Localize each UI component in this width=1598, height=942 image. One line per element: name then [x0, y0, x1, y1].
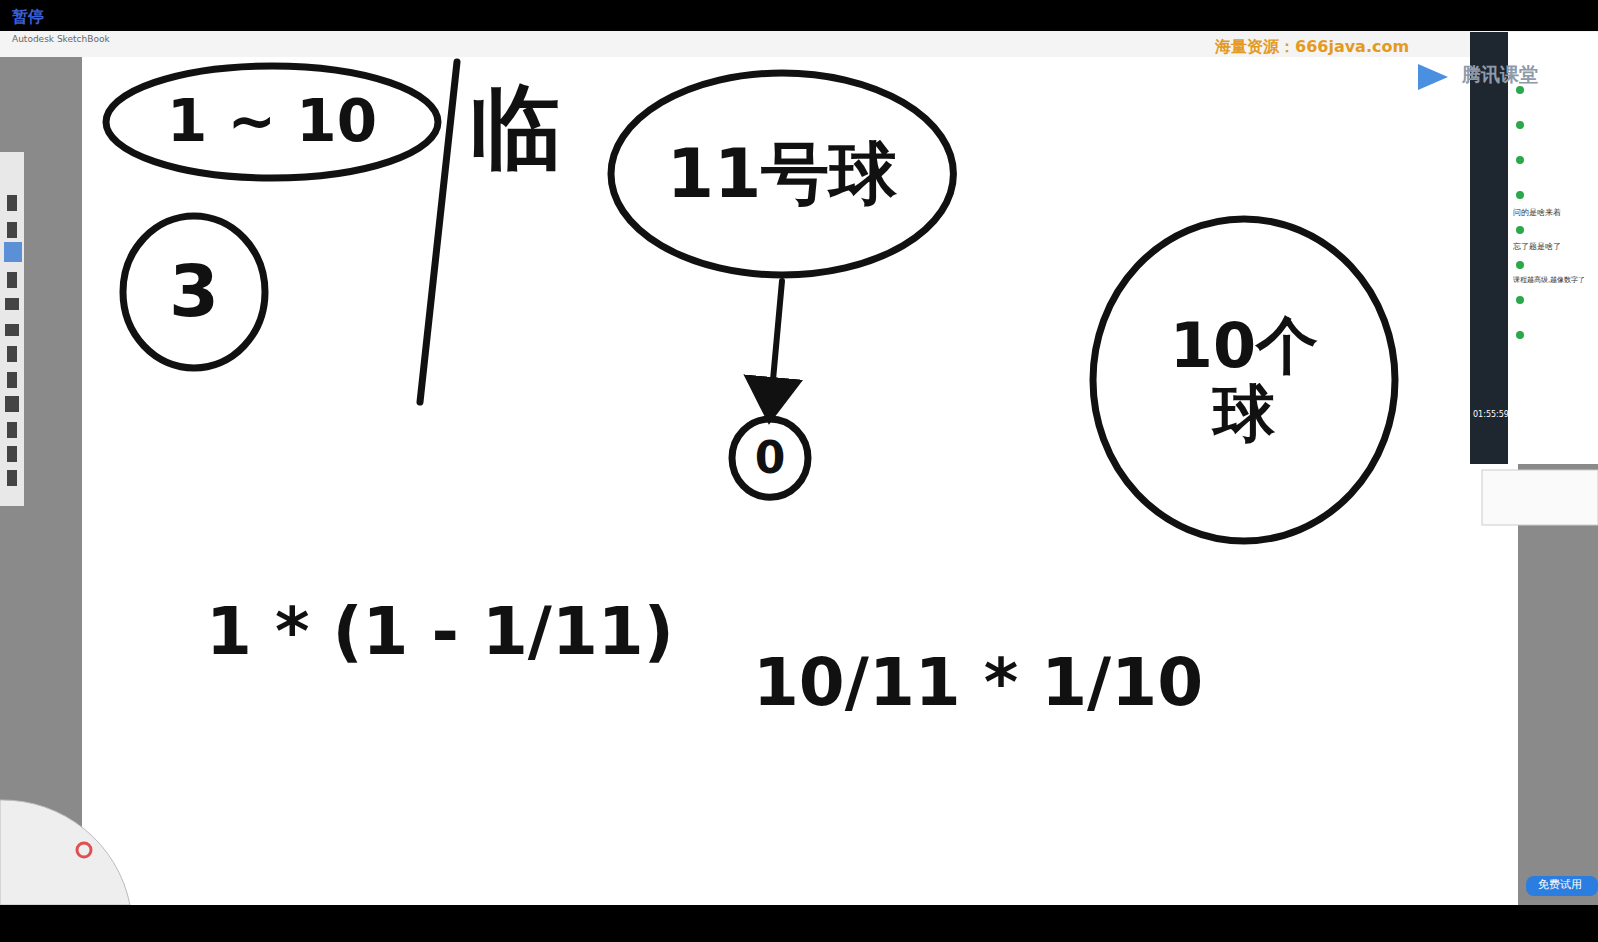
top-bar: [0, 0, 1598, 31]
ui-label: 01:55:59: [1473, 410, 1509, 419]
ui-label: 课程越高级,越像数字了: [1513, 276, 1585, 284]
handwritten-text: 1 ~ 10: [167, 90, 377, 154]
arrow-connector: [770, 281, 782, 413]
handdrawn-ellipse: 11号球: [607, 69, 957, 279]
handwritten-text: 0: [755, 434, 786, 482]
handwritten-text: 3: [169, 252, 219, 331]
chat-panel: [1508, 32, 1598, 464]
ui-label: 腾讯课堂: [1462, 64, 1538, 86]
ui-label: 忘了题是啥了: [1513, 242, 1561, 251]
tool-icons: [4, 195, 22, 486]
handdrawn-ellipse: 10个球: [1089, 215, 1399, 545]
ui-label: 海量资源：666java.com: [1215, 38, 1409, 56]
handwritten-text: 10个球: [1169, 312, 1319, 448]
handwritten-text: 11号球: [667, 137, 898, 212]
free-trial-button: [1526, 876, 1598, 896]
app-menu-bar: [0, 31, 1598, 57]
tencent-logo: [1418, 64, 1448, 90]
chat-side-bar: [1470, 32, 1508, 464]
ui-label: 问的是啥来着: [1513, 208, 1561, 217]
chat-panel-lower: [1482, 470, 1598, 525]
ui-label: 暂停: [12, 8, 44, 26]
ui-label: Autodesk SketchBook: [12, 34, 110, 44]
tool-palette: [0, 152, 24, 506]
bottom-bar: [0, 905, 1598, 942]
handwritten-formula: 10/11 * 1/10: [753, 645, 1203, 721]
handdrawn-ellipse: 1 ~ 10: [102, 62, 442, 182]
ui-label: 免费试用: [1538, 879, 1582, 892]
handwritten-formula: 临: [470, 75, 562, 181]
left-gray-strip: [0, 57, 82, 905]
lagoon-wheel: [0, 800, 130, 905]
color-wheel-icon: [77, 843, 91, 857]
handwritten-formula: 1 * (1 - 1/11): [206, 594, 674, 670]
handdrawn-ellipse: 0: [728, 415, 812, 501]
handdrawn-ellipse: 3: [119, 212, 269, 372]
